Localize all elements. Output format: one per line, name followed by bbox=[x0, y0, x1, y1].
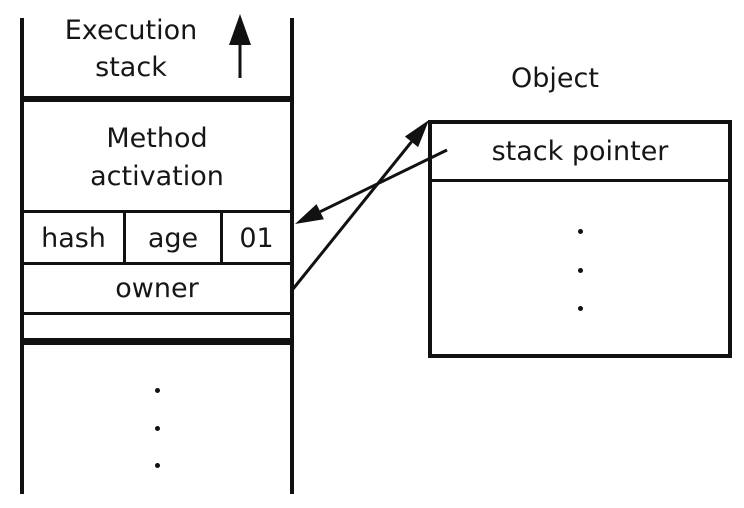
execution-stack-label-line1: Execution bbox=[64, 15, 198, 46]
continuation-dot bbox=[578, 268, 583, 273]
hash-field: hash bbox=[41, 223, 106, 254]
method-activation-label: Method activation bbox=[24, 120, 290, 196]
execution-stack-label: Execution stack bbox=[24, 12, 238, 86]
header-row-divider-1 bbox=[123, 213, 126, 262]
owner-to-object-arrow bbox=[291, 120, 429, 290]
continuation-dot bbox=[155, 426, 160, 431]
owner-row-bottom-line bbox=[20, 312, 294, 315]
header-row-divider-2 bbox=[220, 213, 223, 262]
age-field: age bbox=[147, 223, 199, 254]
header-row-bottom-line bbox=[20, 262, 294, 265]
stack-thick-divider-top bbox=[20, 96, 294, 102]
stack-thick-divider-bottom bbox=[20, 338, 294, 345]
method-activation-line1: Method bbox=[106, 123, 208, 154]
method-activation-bottom-line bbox=[20, 210, 294, 213]
continuation-dot bbox=[578, 229, 583, 234]
stack-pointer-to-lock-record-arrow bbox=[295, 148, 448, 224]
continuation-dot bbox=[578, 306, 583, 311]
object-title: Object bbox=[511, 63, 599, 94]
owner-field: owner bbox=[115, 273, 199, 304]
execution-stack-label-line2: stack bbox=[95, 52, 167, 83]
object-box: stack pointer bbox=[428, 120, 732, 358]
method-activation-line2: activation bbox=[90, 161, 224, 192]
continuation-dot bbox=[155, 388, 160, 393]
stack-left-border bbox=[20, 18, 24, 494]
continuation-dot bbox=[155, 463, 160, 468]
object-header-stack-pointer: stack pointer bbox=[432, 124, 728, 182]
lock-bits-field: 01 bbox=[239, 223, 274, 254]
stack-right-border bbox=[290, 18, 294, 494]
